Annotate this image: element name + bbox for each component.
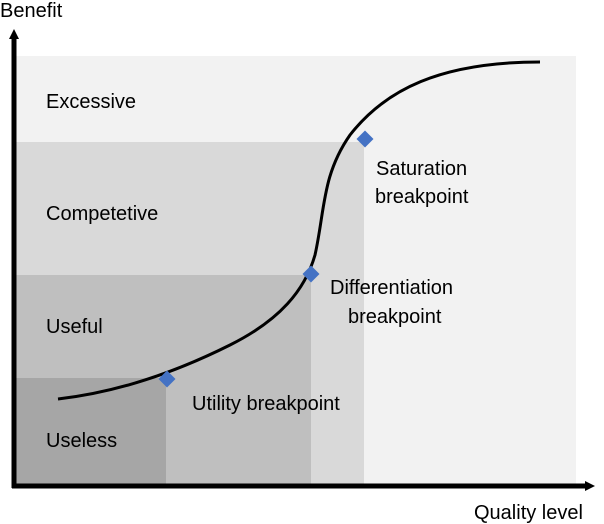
zone-useless: [14, 378, 166, 486]
zone-label-competetive: Competetive: [46, 203, 158, 225]
zone-label-useless: Useless: [46, 430, 117, 452]
differentiation-breakpoint-label-line2: breakpoint: [348, 306, 442, 328]
saturation-breakpoint-label-line2: breakpoint: [375, 186, 469, 208]
zone-label-excessive: Excessive: [46, 91, 136, 113]
y-axis-label: Benefit: [0, 0, 63, 22]
saturation-breakpoint-label-line1: Saturation: [376, 158, 467, 180]
zone-label-useful: Useful: [46, 316, 103, 338]
x-axis-label: Quality level: [474, 502, 583, 524]
utility-breakpoint-marker: [158, 370, 176, 388]
saturation-breakpoint-marker: [356, 130, 374, 148]
differentiation-breakpoint-marker: [302, 265, 320, 283]
utility-breakpoint-label: Utility breakpoint: [192, 393, 340, 415]
differentiation-breakpoint-label-line1: Differentiation: [330, 277, 453, 299]
benefit-curve: [57, 60, 541, 401]
